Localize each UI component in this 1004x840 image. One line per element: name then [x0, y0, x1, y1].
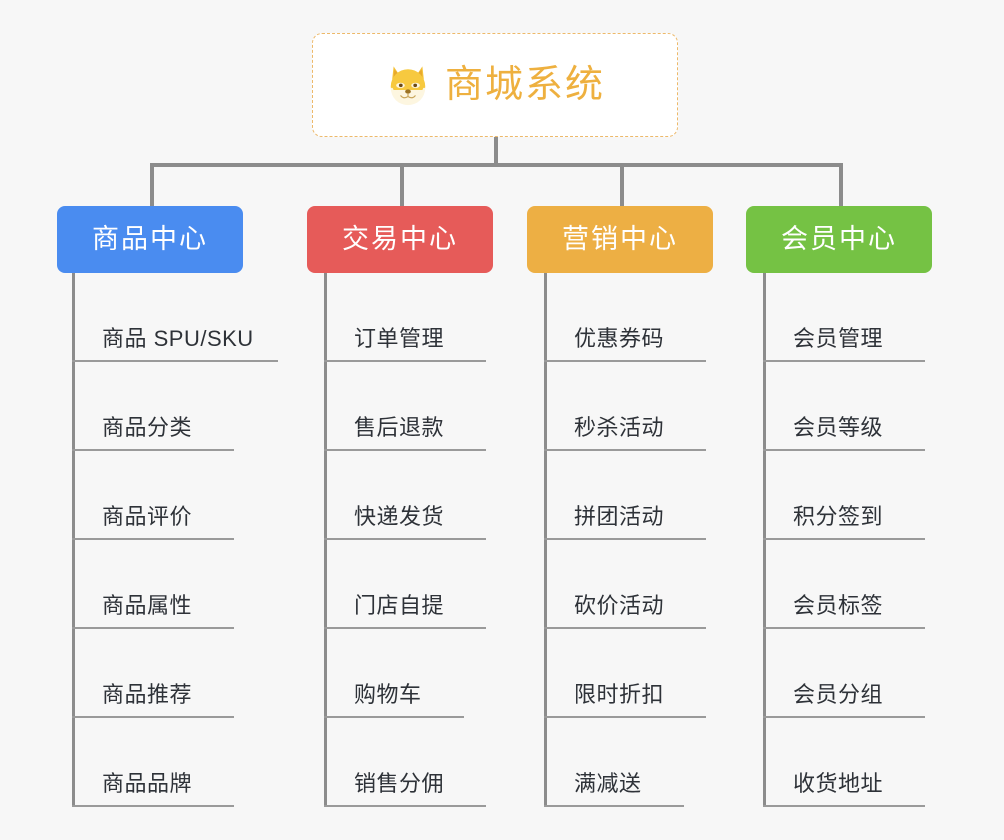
leaf-item[interactable]: 商品评价	[72, 451, 234, 540]
leaf-item-label: 售后退款	[354, 415, 445, 440]
leaf-item-label: 订单管理	[354, 326, 445, 351]
leaf-item[interactable]: 拼团活动	[544, 451, 706, 540]
leaf-item-label: 销售分佣	[354, 771, 445, 796]
leaf-item[interactable]: 优惠券码	[544, 273, 706, 362]
category-box-3[interactable]: 营销中心	[527, 206, 713, 273]
leaf-item-label: 收货地址	[793, 771, 884, 796]
category-label-3: 营销中心	[562, 224, 678, 254]
leaf-item-label: 商品分类	[102, 415, 193, 440]
leaf-item[interactable]: 快递发货	[324, 451, 486, 540]
leaf-item[interactable]: 满减送	[544, 718, 684, 807]
column-trunk-line	[763, 273, 766, 807]
leaf-item-label: 商品评价	[102, 504, 193, 529]
category-label-2: 交易中心	[342, 224, 458, 254]
leaf-item[interactable]: 购物车	[324, 629, 464, 718]
leaf-item[interactable]: 积分签到	[763, 451, 925, 540]
connector-drop-4	[839, 163, 843, 206]
leaf-item-label: 积分签到	[793, 504, 884, 529]
leaf-item[interactable]: 会员标签	[763, 540, 925, 629]
leaf-item-label: 会员管理	[793, 326, 884, 351]
column-trunk-line	[544, 273, 547, 807]
leaf-item[interactable]: 限时折扣	[544, 629, 706, 718]
leaf-item[interactable]: 商品推荐	[72, 629, 234, 718]
leaf-item-label: 商品品牌	[102, 771, 193, 796]
category-box-2[interactable]: 交易中心	[307, 206, 493, 273]
leaf-item-label: 砍价活动	[574, 593, 665, 618]
leaf-item[interactable]: 会员分组	[763, 629, 925, 718]
leaf-item-label: 秒杀活动	[574, 415, 665, 440]
leaf-item-label: 商品 SPU/SKU	[102, 326, 254, 351]
leaf-item-label: 门店自提	[354, 593, 445, 618]
leaf-item[interactable]: 订单管理	[324, 273, 486, 362]
leaf-item-label: 会员分组	[793, 682, 884, 707]
shiba-dog-face-icon	[390, 66, 426, 106]
leaf-item[interactable]: 秒杀活动	[544, 362, 706, 451]
leaf-item-label: 商品属性	[102, 593, 193, 618]
leaf-item-label: 满减送	[574, 771, 642, 796]
leaf-item-label: 限时折扣	[574, 682, 665, 707]
leaf-item[interactable]: 销售分佣	[324, 718, 486, 807]
leaf-item[interactable]: 门店自提	[324, 540, 486, 629]
leaf-item-label: 拼团活动	[574, 504, 665, 529]
root-title: 商城系统	[444, 64, 605, 106]
leaf-item-label: 会员标签	[793, 593, 884, 618]
connector-drop-1	[150, 163, 154, 206]
category-box-1[interactable]: 商品中心	[57, 206, 243, 273]
category-box-4[interactable]: 会员中心	[746, 206, 932, 273]
leaf-item-label: 优惠券码	[574, 326, 665, 351]
leaf-item-label: 会员等级	[793, 415, 884, 440]
column-trunk-line	[72, 273, 75, 807]
leaf-item[interactable]: 商品 SPU/SKU	[72, 273, 278, 362]
connector-drop-2	[400, 163, 404, 206]
connector-horizontal-bus	[150, 163, 840, 167]
root-node[interactable]: 商城系统	[312, 33, 678, 137]
leaf-item-label: 购物车	[354, 682, 422, 707]
leaf-item[interactable]: 会员等级	[763, 362, 925, 451]
leaf-item[interactable]: 收货地址	[763, 718, 925, 807]
leaf-item-label: 商品推荐	[102, 682, 193, 707]
column-trunk-line	[324, 273, 327, 807]
leaf-item[interactable]: 商品分类	[72, 362, 234, 451]
connector-root-stem	[494, 137, 498, 165]
category-label-1: 商品中心	[92, 224, 208, 254]
connector-drop-3	[620, 163, 624, 206]
leaf-item-label: 快递发货	[354, 504, 445, 529]
leaf-item[interactable]: 会员管理	[763, 273, 925, 362]
leaf-item[interactable]: 售后退款	[324, 362, 486, 451]
leaf-item[interactable]: 商品属性	[72, 540, 234, 629]
category-label-4: 会员中心	[781, 224, 897, 254]
leaf-item[interactable]: 砍价活动	[544, 540, 706, 629]
leaf-item[interactable]: 商品品牌	[72, 718, 234, 807]
